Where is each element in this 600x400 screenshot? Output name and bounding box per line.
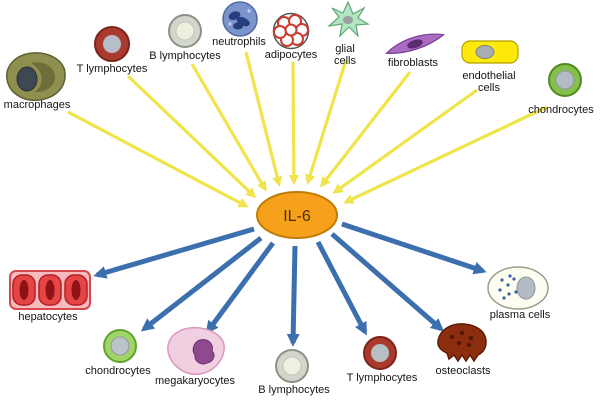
neutrophils-label: neutrophils [212,36,266,48]
chondrocytes-bottom-icon [103,329,137,363]
t-lymphocytes-bottom-icon [363,336,397,370]
arrow-adipocytes-to-il6 [288,61,300,186]
il6-ellipse [256,191,338,239]
arrow-macrophages-to-il6 [67,110,249,208]
target-arrows [93,221,487,347]
endothelial-cells-icon [461,40,519,64]
t-lymphocytes-label: T lymphocytes [77,63,148,75]
osteoclasts-label: osteoclasts [435,365,491,377]
t-lymphocytes-bottom-label: T lymphocytes [347,372,418,384]
adipocytes-icon [272,12,310,50]
arrow-il6-to-t-lymphocytes [315,240,368,336]
arrow-il6-to-plasma-cells [341,221,487,275]
arrow-b-lymphocytes-to-il6 [190,63,267,192]
arrow-chondrocytes-to-il6 [343,105,548,204]
osteoclasts-icon [437,323,487,363]
macrophages-label: macrophages [4,99,71,111]
b-lymphocytes-label: B lymphocytes [149,50,221,62]
chondrocytes-top-icon [548,63,582,97]
arrow-il6-to-b-lymphocytes [286,245,300,347]
neutrophils-icon [222,1,258,37]
glial-cells-label-line2: cells [334,55,357,67]
plasma-cells-label: plasma cells [490,309,551,321]
fibroblasts-label: fibroblasts [388,57,439,69]
macrophages-icon [6,52,66,101]
t-lymphocytes-icon [94,26,130,62]
b-lymphocytes-bottom-icon [275,349,309,383]
endothelial-cells-label-line2: cells [478,82,501,94]
adipocytes-label: adipocytes [265,49,318,61]
arrow-t-lymphocytes-to-il6 [126,74,257,199]
megakaryocytes-label: megakaryocytes [155,375,236,387]
arrow-il6-to-megakaryocytes [205,241,276,335]
fibroblasts-icon [385,33,445,54]
arrow-neutrophils-to-il6 [244,51,283,187]
arrow-il6-to-osteoclasts [330,232,444,332]
arrow-fibroblasts-to-il6 [320,71,412,188]
plasma-cells-icon [487,266,549,310]
arrow-endothelial-cells-to-il6 [332,88,478,194]
glial-cells-label-line1: glial [335,43,355,55]
il6-node: IL-6 [256,191,338,239]
chondrocytes-bottom-label: chondrocytes [85,365,151,377]
endothelial-cells-label-line1: endothelial [462,70,515,82]
arrow-il6-to-hepatocytes [93,226,255,279]
chondrocytes-top-label: chondrocytes [528,104,594,116]
megakaryocytes-icon [167,326,225,376]
il6-label: IL-6 [283,208,311,225]
arrow-il6-to-chondrocytes [140,236,263,332]
b-lymphocytes-icon [168,14,202,48]
hepatocytes-label: hepatocytes [18,311,78,323]
source-arrows [67,51,548,208]
arrow-glial-cells-to-il6 [305,59,348,185]
hepatocytes-icon [9,270,91,310]
glial-cells-icon [327,0,370,38]
b-lymphocytes-bottom-label: B lymphocytes [258,384,330,396]
